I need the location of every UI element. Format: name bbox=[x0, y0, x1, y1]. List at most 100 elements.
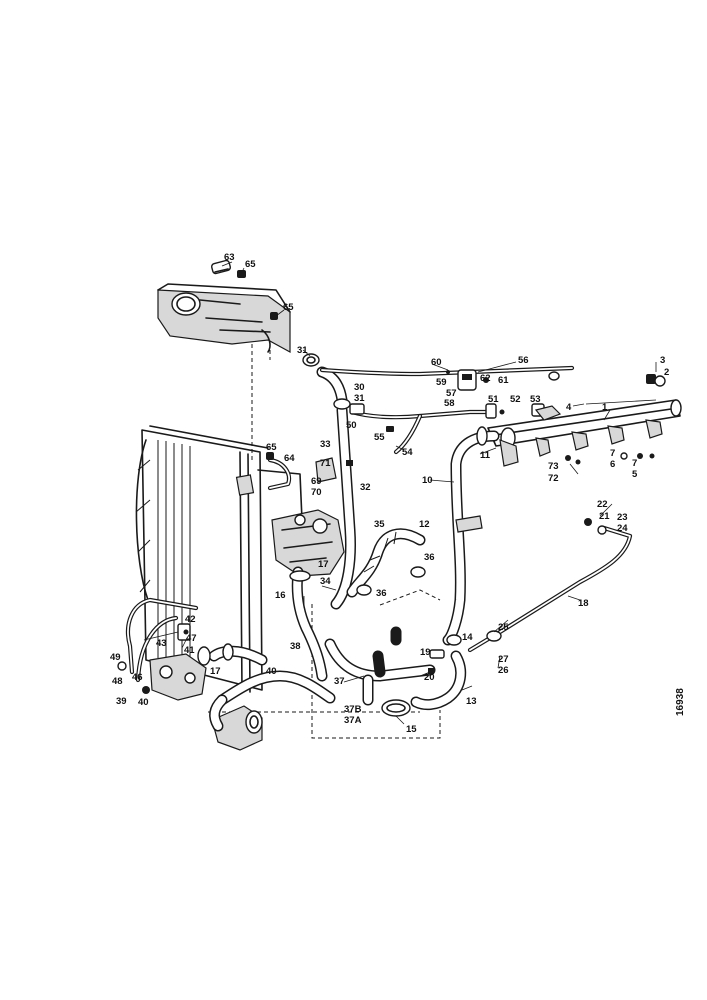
expansion-tank bbox=[157, 283, 291, 354]
pipe-54 bbox=[349, 403, 491, 455]
callout-65: 65 bbox=[245, 259, 256, 270]
callout-63: 63 bbox=[224, 252, 235, 263]
callout-71: 71 bbox=[320, 458, 331, 469]
callout-33: 33 bbox=[320, 439, 331, 450]
callout-37: 37 bbox=[334, 676, 345, 687]
callout-35: 35 bbox=[374, 519, 385, 530]
callout-41: 41 bbox=[184, 645, 195, 656]
bleed-pipe-56 bbox=[319, 365, 575, 381]
callout-54: 54 bbox=[402, 447, 413, 458]
callout-64: 64 bbox=[284, 453, 295, 464]
pipe-32 bbox=[330, 404, 356, 610]
clamp-25 bbox=[486, 630, 502, 642]
callout-40: 40 bbox=[266, 666, 277, 677]
callout-58: 58 bbox=[444, 398, 455, 409]
callout-26: 26 bbox=[498, 665, 509, 676]
callout-1: 1 bbox=[602, 402, 608, 413]
callout-39: 39 bbox=[116, 696, 127, 707]
callout-5: 5 bbox=[632, 469, 638, 480]
clamp-31-lower bbox=[333, 398, 351, 410]
callout-21: 21 bbox=[599, 511, 610, 522]
callout-38: 38 bbox=[290, 641, 301, 652]
callout-50: 50 bbox=[346, 420, 357, 431]
thermostat-housing bbox=[149, 653, 207, 701]
callout-10: 10 bbox=[422, 475, 433, 486]
callout-57: 57 bbox=[446, 388, 457, 399]
bracket-12 bbox=[455, 515, 483, 533]
callout-72: 72 bbox=[548, 473, 559, 484]
callout-12: 12 bbox=[419, 519, 430, 530]
callout-24: 24 bbox=[617, 523, 628, 534]
callout-40: 40 bbox=[138, 697, 149, 708]
callout-15: 15 bbox=[406, 724, 417, 735]
plug-3 bbox=[646, 374, 666, 387]
callout-31: 31 bbox=[297, 345, 308, 356]
callout-37b: 37B bbox=[344, 704, 362, 715]
callout-43: 43 bbox=[156, 638, 167, 649]
callout-7: 7 bbox=[610, 448, 615, 459]
callout-leaders bbox=[143, 261, 657, 725]
callout-37a: 37A bbox=[344, 715, 362, 726]
callout-61: 61 bbox=[498, 375, 509, 386]
clamp-14 bbox=[446, 634, 462, 646]
callout-31: 31 bbox=[354, 393, 365, 404]
callout-65: 65 bbox=[266, 442, 277, 453]
tank-cap bbox=[210, 259, 232, 275]
hose-17-lower bbox=[197, 643, 268, 666]
callout-30: 30 bbox=[354, 382, 365, 393]
callout-17: 17 bbox=[318, 559, 329, 570]
callout-62: 62 bbox=[480, 373, 491, 384]
callout-3: 3 bbox=[660, 355, 665, 366]
clip-65-top bbox=[237, 270, 246, 278]
callout-13: 13 bbox=[466, 696, 477, 707]
coolant-pipe-1 bbox=[487, 399, 682, 467]
callout-65: 65 bbox=[283, 302, 294, 313]
callout-25: 25 bbox=[498, 622, 509, 633]
callout-59: 59 bbox=[436, 377, 447, 388]
callout-23: 23 bbox=[617, 512, 628, 523]
hose-64 bbox=[266, 452, 292, 491]
heater-pipe-18 bbox=[467, 518, 633, 653]
callout-47: 47 bbox=[186, 633, 197, 644]
callout-56: 56 bbox=[518, 355, 529, 366]
callout-6: 6 bbox=[610, 459, 615, 470]
bracket-69-70 bbox=[315, 457, 337, 483]
hose-10 bbox=[442, 426, 500, 646]
callout-34: 34 bbox=[320, 576, 331, 587]
callout-20: 20 bbox=[424, 672, 435, 683]
callout-73: 73 bbox=[548, 461, 559, 472]
callout-48: 48 bbox=[112, 676, 123, 687]
callout-4: 4 bbox=[566, 402, 572, 413]
callout-19: 19 bbox=[420, 647, 431, 658]
callout-22: 22 bbox=[597, 499, 608, 510]
callout-2: 2 bbox=[664, 367, 669, 378]
callout-46: 46 bbox=[132, 672, 143, 683]
callout-49: 49 bbox=[110, 652, 121, 663]
callout-17: 17 bbox=[210, 666, 221, 677]
callout-51: 51 bbox=[488, 394, 499, 405]
pipe-37 bbox=[324, 626, 436, 706]
callout-18: 18 bbox=[578, 598, 589, 609]
callout-14: 14 bbox=[462, 632, 473, 643]
hose-35 bbox=[346, 528, 426, 598]
clamp-15 bbox=[381, 699, 411, 717]
callout-52: 52 bbox=[510, 394, 521, 405]
bolts-72-73 bbox=[565, 455, 581, 465]
callout-labels: 63 65 65 31 60 56 59 62 57 61 58 30 31 3… bbox=[110, 252, 669, 735]
outlet-elbow bbox=[211, 705, 263, 751]
hose-30 bbox=[316, 366, 348, 406]
callout-69: 69 bbox=[311, 476, 322, 487]
callout-36: 36 bbox=[424, 552, 435, 563]
callout-32: 32 bbox=[360, 482, 371, 493]
callout-60: 60 bbox=[431, 357, 442, 368]
clamp-36 bbox=[356, 566, 426, 596]
callout-11: 11 bbox=[480, 450, 491, 461]
bracket-4-53 bbox=[534, 405, 562, 421]
sensor-19-20 bbox=[428, 649, 445, 674]
callout-7: 7 bbox=[632, 458, 637, 469]
callout-53: 53 bbox=[530, 394, 541, 405]
hose-13 bbox=[410, 650, 467, 711]
callout-27: 27 bbox=[498, 654, 509, 665]
clip-65-tank bbox=[270, 312, 278, 320]
